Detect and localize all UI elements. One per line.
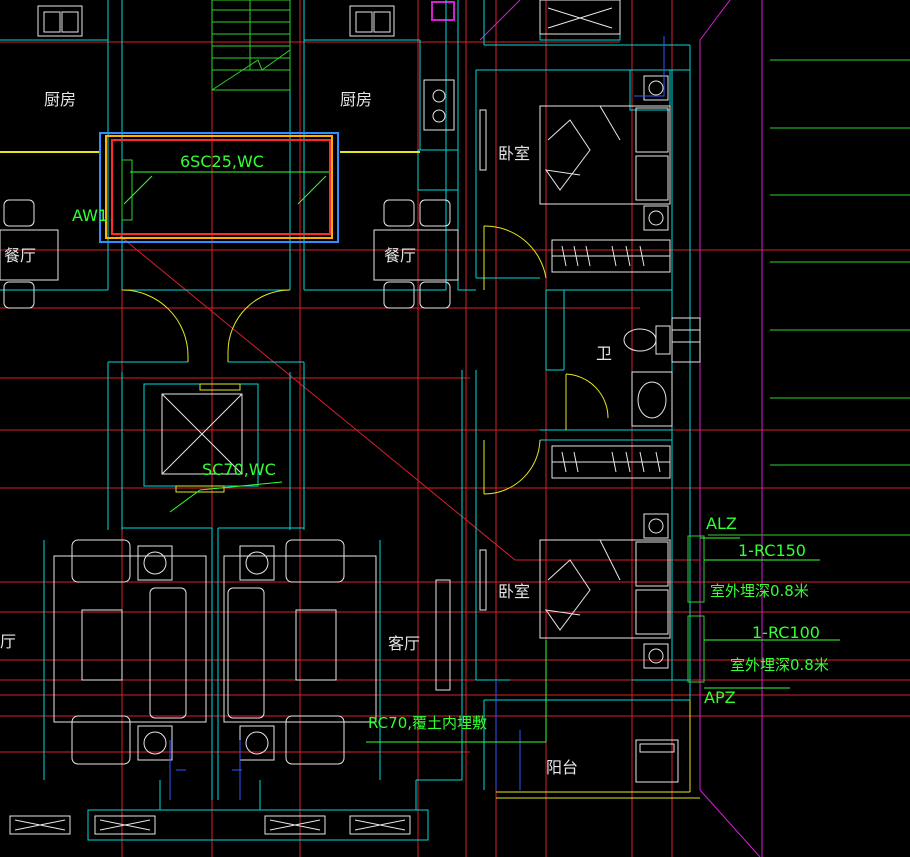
annotation-conduit-shaft[interactable]: SC70,WC xyxy=(202,460,276,479)
room-label-kitchen-right: 厨房 xyxy=(340,90,373,109)
dining-chair-icon xyxy=(0,199,459,309)
room-label-dining-left: 餐厅 xyxy=(4,246,37,265)
annotation-leaders xyxy=(123,171,840,743)
room-label-dining-right: 餐厅 xyxy=(384,246,417,265)
annotation-conduit-floor[interactable]: RC70,覆土内埋敷 xyxy=(368,714,488,732)
room-label-bathroom: 卫 xyxy=(596,344,613,363)
window-icon xyxy=(9,0,621,835)
magenta-lines xyxy=(431,0,763,857)
right-guides xyxy=(708,59,910,536)
room-label-living-left: 厅 xyxy=(0,632,17,651)
annotation-rc100[interactable]: 1-RC100 xyxy=(752,623,820,642)
annotation-apz[interactable]: APZ xyxy=(704,688,736,707)
selected-conduit-box[interactable] xyxy=(99,132,339,243)
room-label-balcony: 阳台 xyxy=(546,758,579,777)
room-label-bedroom-bottom: 卧室 xyxy=(498,582,531,601)
annotation-depth-1[interactable]: 室外埋深0.8米 xyxy=(710,582,809,600)
bed-icon xyxy=(539,75,671,669)
basin-icon xyxy=(631,371,673,427)
annotation-conduit-top[interactable]: 6SC25,WC xyxy=(180,152,264,171)
annotation-depth-2[interactable]: 室外埋深0.8米 xyxy=(730,656,829,674)
annotation-alz[interactable]: ALZ xyxy=(706,514,737,533)
annotation-panel-aw[interactable]: AW1 xyxy=(72,206,109,225)
door-arc-icon xyxy=(121,109,705,799)
stove-icon xyxy=(423,79,455,131)
annotation-rc150[interactable]: 1-RC150 xyxy=(738,541,806,560)
walls xyxy=(0,0,691,841)
room-label-living-right: 客厅 xyxy=(388,634,421,653)
wardrobe-icon xyxy=(551,239,671,479)
conduit-lines xyxy=(169,36,665,800)
sofa-icon xyxy=(53,539,377,765)
elevator-icon xyxy=(161,383,243,493)
toilet-icon xyxy=(623,317,701,363)
sink-icon xyxy=(37,5,395,37)
washing-machine-icon xyxy=(635,739,679,783)
room-label-kitchen-left: 厨房 xyxy=(44,90,77,109)
room-label-bedroom-top: 卧室 xyxy=(498,144,531,163)
stair-icon xyxy=(211,0,291,91)
